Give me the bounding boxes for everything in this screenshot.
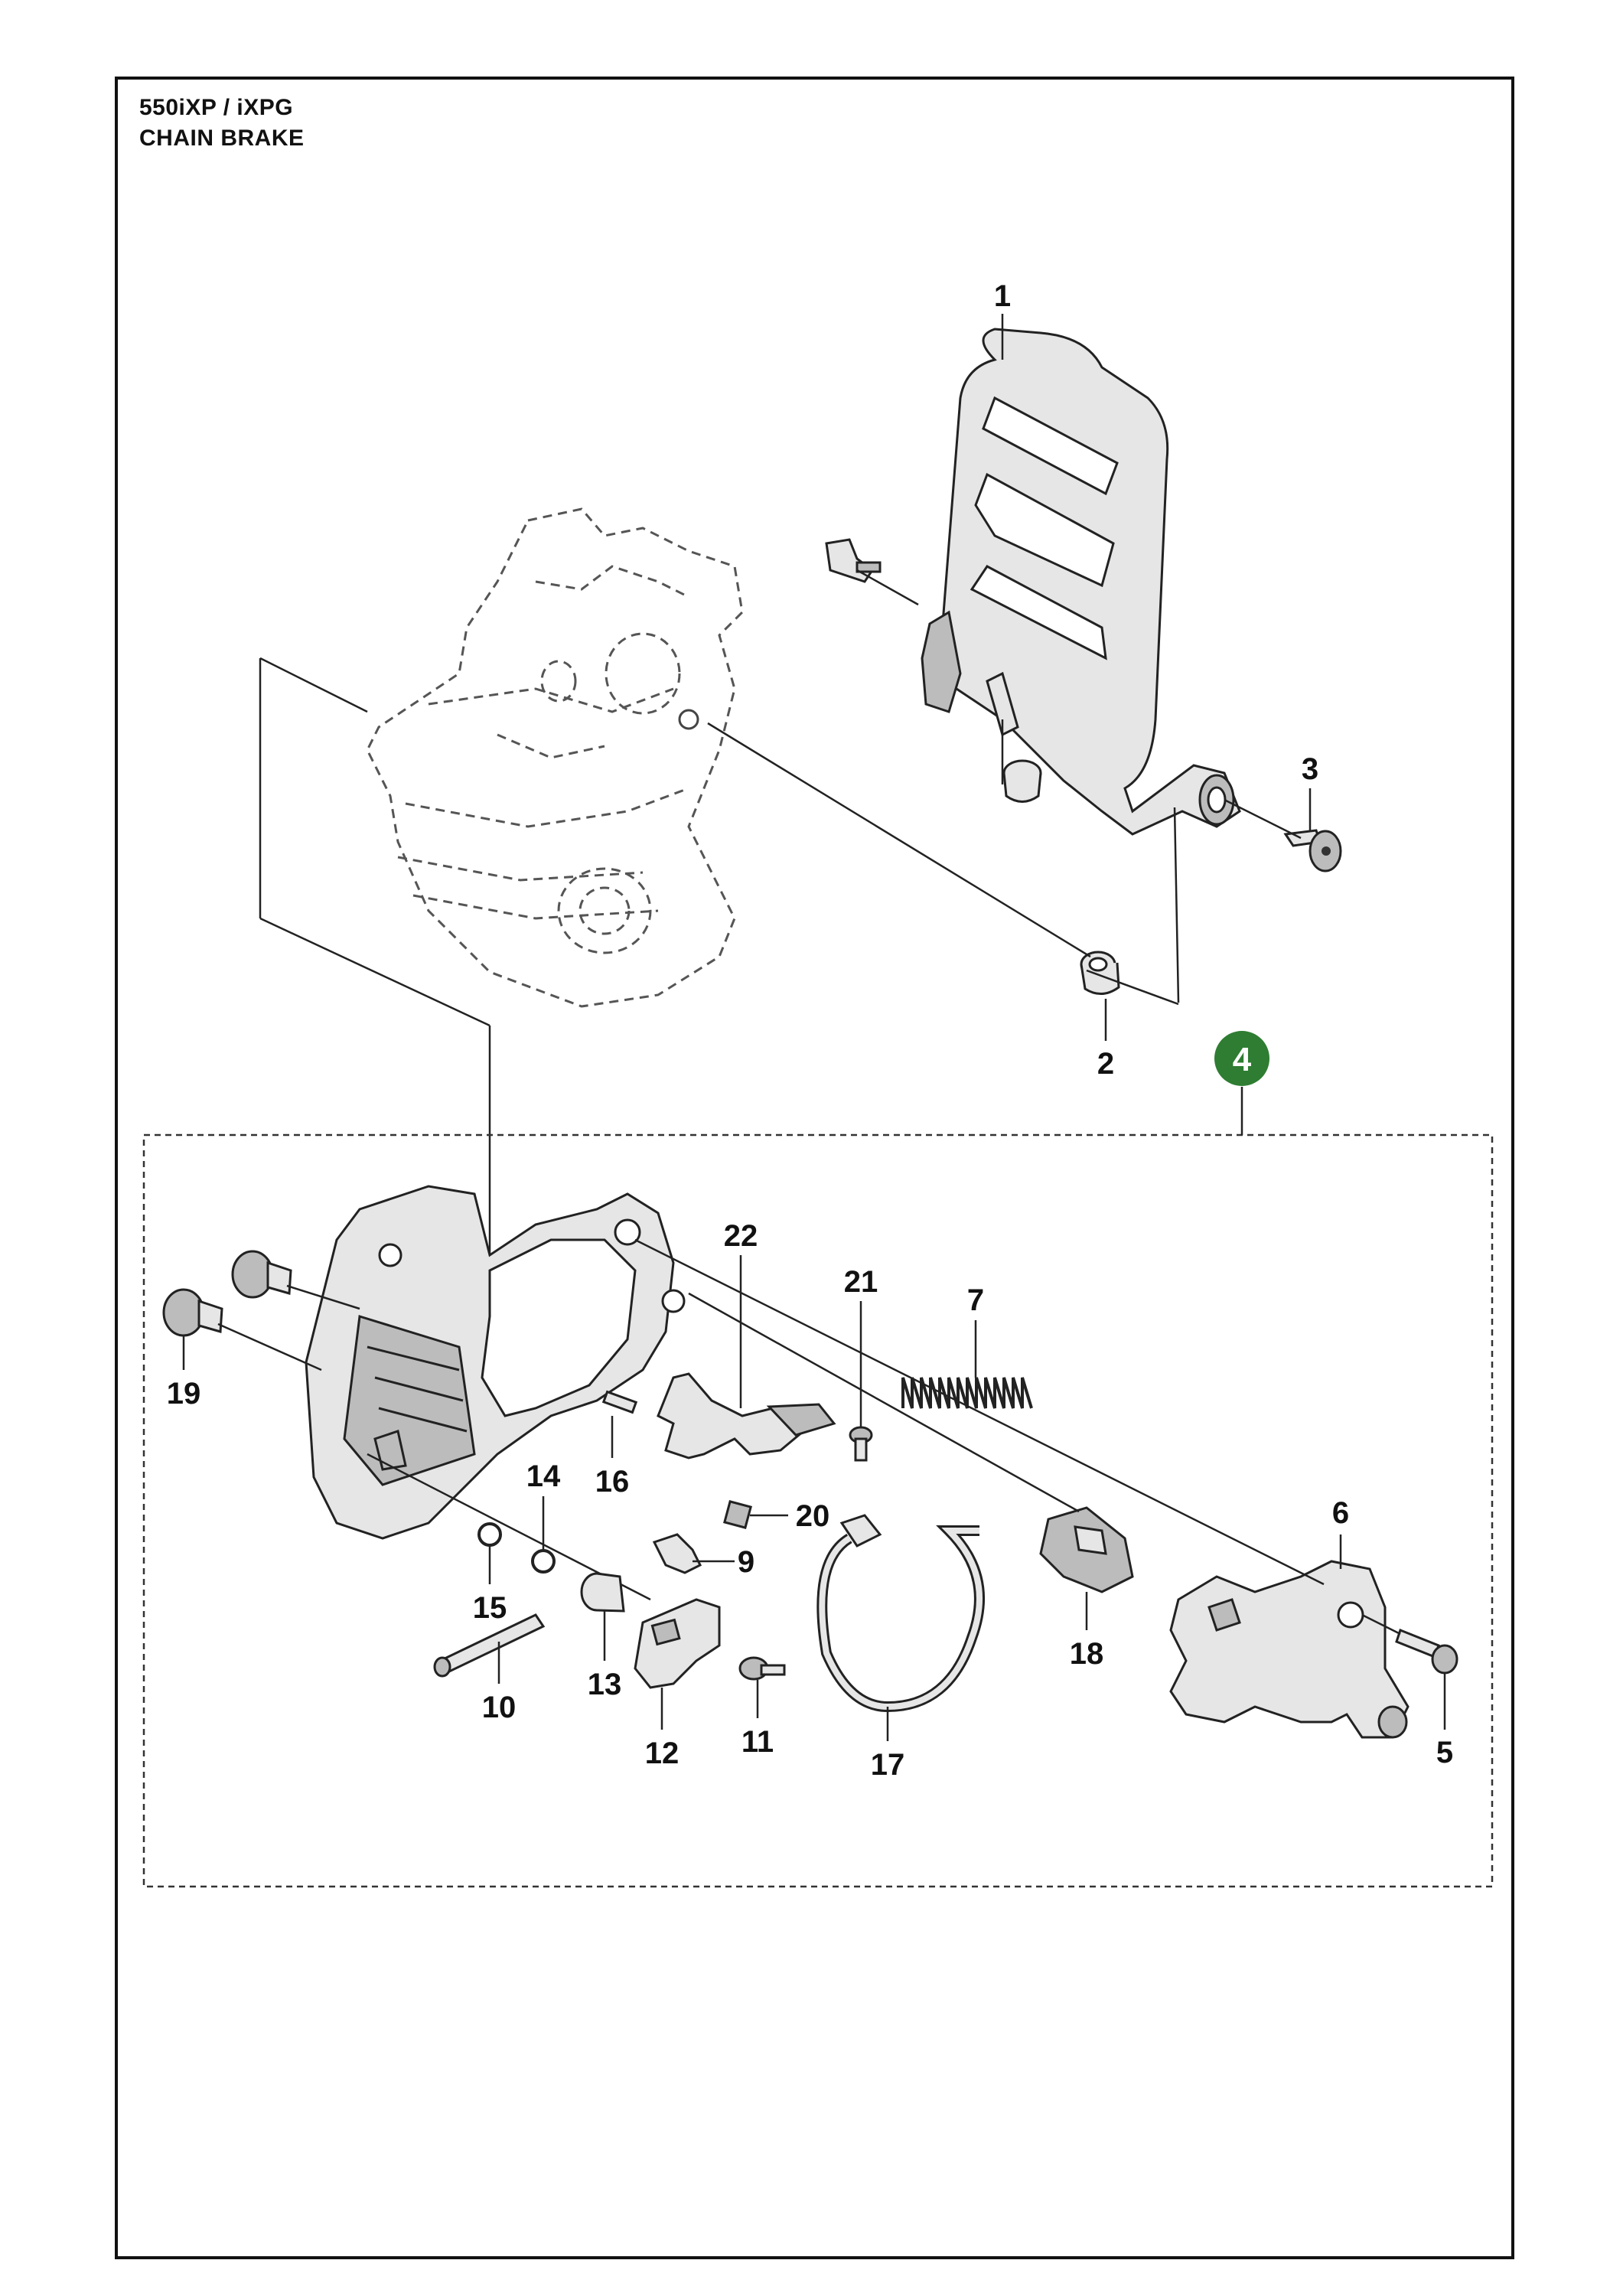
part-3-screw: [1283, 829, 1342, 872]
part-19-clip-upper: [231, 1250, 292, 1299]
part-5-screw: [1361, 1613, 1458, 1730]
part-14-washer: [531, 1549, 556, 1574]
callout-7: 7: [967, 1283, 984, 1317]
page-border: [115, 77, 1514, 2259]
callout-11: 11: [741, 1725, 774, 1759]
part-20-nut: [723, 1500, 788, 1529]
callout-15: 15: [473, 1591, 507, 1625]
assembly-badge-label: 4: [1233, 1041, 1252, 1078]
callout-2: 2: [1097, 1047, 1114, 1081]
callout-12: 12: [645, 1737, 680, 1770]
leader-line: [707, 722, 1091, 958]
callout-22: 22: [724, 1219, 758, 1253]
leader-line: [259, 657, 368, 713]
callout-21: 21: [844, 1265, 878, 1299]
part-15-washer: [477, 1522, 502, 1547]
model-title: 550iXP / iXPG: [139, 95, 294, 120]
leader-line: [259, 917, 490, 1027]
part-18-spring-block: [1039, 1506, 1134, 1630]
part-7-spring: [901, 1320, 1033, 1409]
leader-line: [217, 1322, 322, 1371]
part-22-brake-lever: [657, 1255, 836, 1459]
leader-line: [1086, 969, 1179, 1006]
leader-line: [286, 1284, 360, 1310]
part-21-screw: [849, 1301, 873, 1462]
part-17-brake-band: [816, 1514, 985, 1741]
callout-3: 3: [1302, 752, 1318, 786]
part-1-chain-brake-handle: [825, 328, 1241, 836]
callout-20: 20: [796, 1499, 830, 1533]
callout-19: 19: [167, 1377, 201, 1411]
callout-1: 1: [994, 279, 1011, 313]
leader-line: [1224, 798, 1302, 840]
part-19-clip-lower: [162, 1288, 223, 1337]
callout-9: 9: [738, 1545, 754, 1579]
callout-14: 14: [526, 1459, 561, 1493]
chain-brake-cover: [305, 1185, 686, 1540]
part-12-cover: [634, 1598, 721, 1730]
part-16-pin: [601, 1390, 638, 1458]
callout-6: 6: [1332, 1496, 1349, 1530]
assembly-badge: [1214, 1031, 1269, 1086]
callout-13: 13: [588, 1668, 622, 1701]
callout-16: 16: [595, 1465, 630, 1499]
callout-10: 10: [482, 1691, 517, 1724]
part-6-chain-brake-bracket: [1169, 1534, 1410, 1739]
part-13-bushing: [580, 1572, 625, 1661]
leader-line: [634, 1238, 1325, 1586]
leader-line: [688, 1292, 1080, 1513]
crankcase-ghost-outline: [366, 507, 744, 1008]
part-9-plunger: [652, 1533, 735, 1574]
part-2-bushing: [1080, 951, 1120, 995]
section-title: CHAIN BRAKE: [139, 126, 305, 151]
leader-line: [1173, 807, 1180, 1003]
callout-18: 18: [1070, 1637, 1104, 1671]
part-11-screw: [738, 1656, 786, 1718]
callout-5: 5: [1436, 1736, 1453, 1769]
callout-17: 17: [871, 1748, 905, 1782]
part-10-pin: [433, 1613, 546, 1684]
leader-line: [856, 569, 919, 606]
